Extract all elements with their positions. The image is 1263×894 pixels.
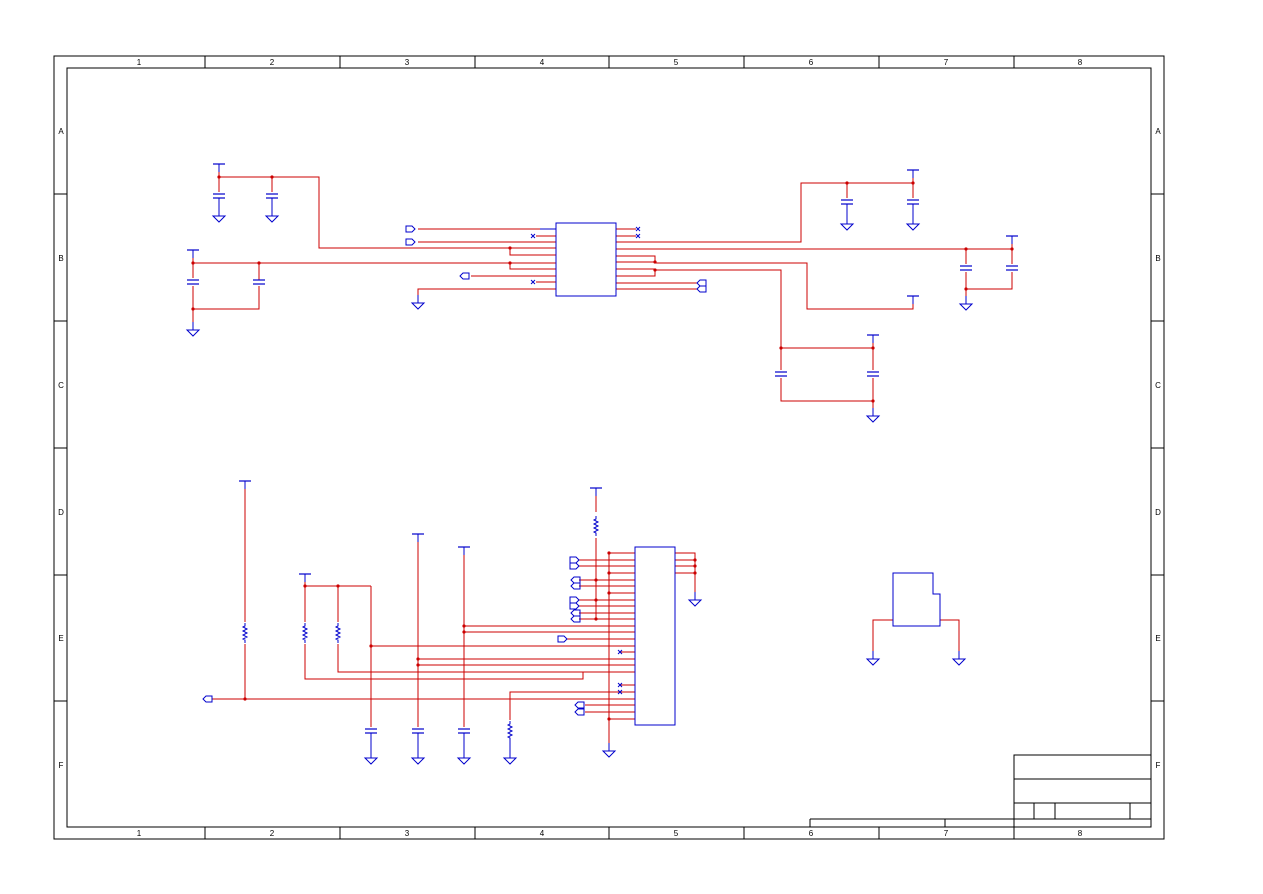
- row-label: B: [1155, 254, 1160, 263]
- row-label: A: [1155, 127, 1161, 136]
- row-label: C: [58, 381, 64, 390]
- row-label: D: [58, 508, 64, 517]
- row-label: D: [1155, 508, 1161, 517]
- column-labels-top: 1 2 3 4 5 6 7 8: [137, 58, 1083, 67]
- capacitor-icon: [364, 728, 471, 734]
- lower-wires: [212, 488, 960, 745]
- resistor-icon: [242, 515, 599, 742]
- ground-icon: [186, 207, 973, 423]
- row-label: B: [58, 254, 63, 263]
- col-label: 6: [809, 58, 814, 67]
- lower-circuit: [202, 480, 966, 765]
- port-arrow-icon: [202, 556, 585, 716]
- col-label: 7: [944, 829, 949, 838]
- col-label: 4: [540, 829, 545, 838]
- column-labels-bottom: 1 2 3 4 5 6 7 8: [137, 829, 1083, 838]
- row-label: E: [1155, 634, 1160, 643]
- capacitor-icon: [186, 193, 1019, 377]
- col-label: 3: [405, 829, 410, 838]
- row-label: F: [59, 761, 64, 770]
- col-label: 1: [137, 58, 142, 67]
- row-labels-left: A B C D E F: [58, 127, 64, 770]
- col-label: 6: [809, 829, 814, 838]
- col-label: 1: [137, 829, 142, 838]
- col-label: 4: [540, 58, 545, 67]
- ic-body-icon: [555, 222, 617, 297]
- row-label: C: [1155, 381, 1161, 390]
- upper-circuit: [186, 163, 1019, 423]
- row-label: E: [58, 634, 63, 643]
- power-rail-icon: [238, 480, 603, 583]
- upper-wires: [192, 172, 1013, 411]
- lower-junctions: [243, 551, 697, 721]
- col-label: 7: [944, 58, 949, 67]
- title-block: [809, 754, 1152, 828]
- ic-body-icon: [634, 546, 676, 726]
- col-label: 2: [270, 58, 275, 67]
- module-body-icon: [892, 572, 941, 627]
- col-label: 8: [1078, 829, 1083, 838]
- upper-junctions: [191, 175, 1014, 403]
- ground-icon: [364, 591, 966, 765]
- col-label: 3: [405, 58, 410, 67]
- sheet-border: [53, 55, 1165, 840]
- row-label: A: [58, 127, 64, 136]
- col-label: 2: [270, 829, 275, 838]
- col-label: 5: [674, 829, 679, 838]
- row-labels-right: A B C D E F: [1155, 127, 1161, 770]
- power-rail-icon: [186, 163, 1019, 344]
- row-label: F: [1156, 761, 1161, 770]
- col-label: 8: [1078, 58, 1083, 67]
- col-label: 5: [674, 58, 679, 67]
